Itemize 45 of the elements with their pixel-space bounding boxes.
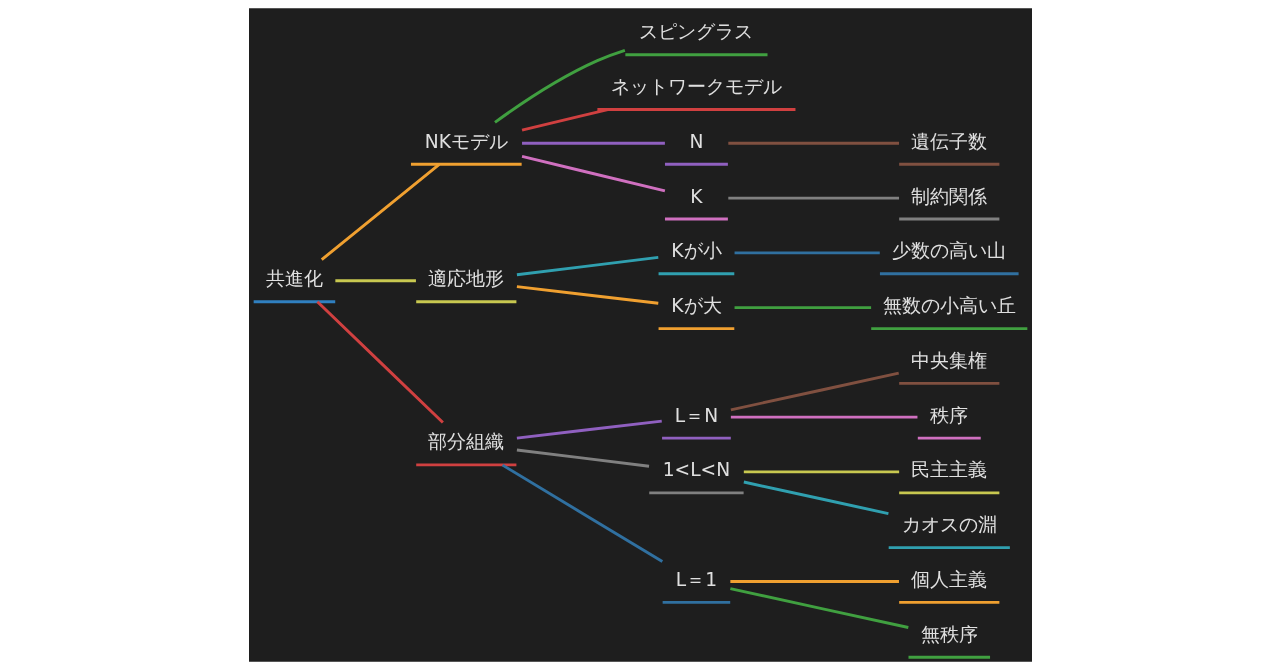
connector — [521, 141, 665, 145]
node-text: 1<L<N — [662, 459, 730, 481]
connector — [516, 285, 658, 305]
node-text: L＝1 — [675, 568, 717, 590]
connector — [734, 306, 871, 310]
connector — [727, 196, 899, 200]
connector — [743, 480, 889, 516]
node-text: 無数の小高い丘 — [882, 295, 1016, 317]
node-text: 制約関係 — [910, 185, 987, 207]
connector — [743, 470, 899, 474]
node-text: カオスの淵 — [901, 514, 997, 536]
node-text: 遺伝子数 — [910, 130, 987, 152]
connector — [729, 587, 909, 629]
node-text: L＝N — [674, 404, 718, 426]
node-text: N — [688, 130, 703, 152]
connector — [730, 371, 899, 412]
node-text: 秩序 — [929, 404, 968, 426]
connector — [320, 163, 440, 261]
node-text: 部分組織 — [427, 431, 504, 453]
node-text: ネットワークモデル — [610, 75, 782, 97]
node-text: 少数の高い山 — [891, 240, 1006, 262]
node-text: Kが大 — [670, 295, 722, 317]
connector — [516, 255, 658, 277]
node-text: 民主主義 — [910, 459, 987, 481]
node-text: 共進化 — [265, 268, 323, 290]
connector — [727, 141, 899, 145]
node-text: スピングラス — [638, 21, 753, 43]
connector — [729, 580, 899, 583]
connector — [521, 155, 665, 193]
node-text: Kが小 — [670, 240, 722, 262]
node-text: NKモデル — [424, 130, 508, 152]
connector — [334, 279, 416, 283]
connector — [734, 251, 880, 255]
connector — [501, 463, 663, 563]
node-text: 無秩序 — [920, 623, 978, 645]
connector — [315, 300, 444, 424]
node-text: 中央集権 — [910, 349, 987, 371]
node-text: 個人主義 — [910, 568, 987, 590]
node-text: K — [689, 185, 703, 207]
connector — [521, 108, 608, 132]
connector — [730, 415, 917, 419]
connector — [516, 419, 662, 440]
connector — [516, 448, 649, 468]
node-text: 適応地形 — [427, 268, 504, 290]
connector — [493, 48, 625, 124]
